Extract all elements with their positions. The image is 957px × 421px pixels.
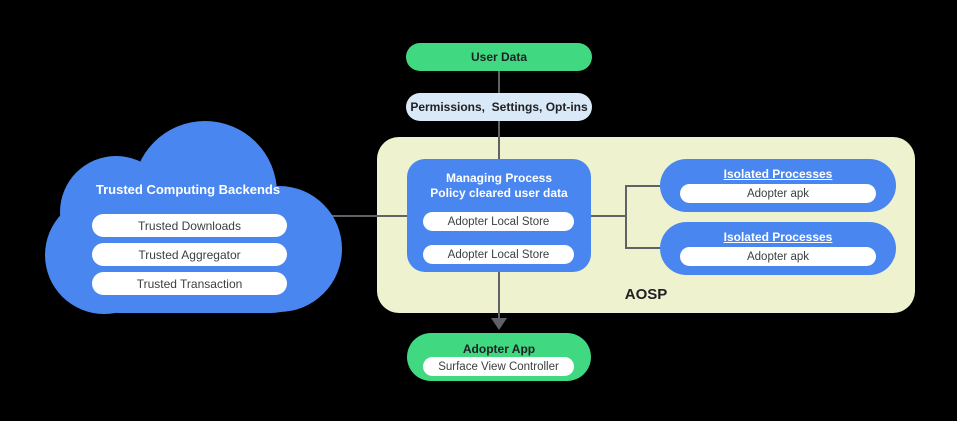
bracket-bottom-branch: [625, 247, 663, 249]
bracket-top-branch: [625, 185, 663, 187]
connector-cloud-aosp: [316, 215, 410, 217]
cloud-service-pill: Trusted Transaction: [92, 272, 287, 295]
user-data-pill: User Data: [406, 43, 592, 71]
adopter-local-store-pill: Adopter Local Store: [423, 245, 574, 264]
aosp-label: AOSP: [624, 286, 668, 303]
connector-permissions-managing: [498, 118, 500, 162]
cloud-service-pill: Trusted Aggregator: [92, 243, 287, 266]
adopter-apk-pill: Adopter apk: [680, 184, 876, 203]
arrow-down-head-icon: [491, 318, 507, 330]
isolated-processes-title: Isolated Processes: [723, 167, 833, 181]
connector-userdata-permissions: [498, 70, 500, 96]
isolated-processes-title: Isolated Processes: [723, 230, 833, 244]
adopter-apk-pill: Adopter apk: [680, 247, 876, 266]
managing-process-title-line1: Managing Process: [445, 171, 553, 185]
adopter-local-store-pill: Adopter Local Store: [423, 212, 574, 231]
cloud-title: Trusted Computing Backends: [95, 182, 281, 197]
connector-managing-adopterapp: [498, 271, 500, 319]
adopter-app-title: Adopter App: [462, 342, 536, 356]
connector-managing-bracket: [590, 215, 627, 217]
bracket-vertical: [625, 185, 627, 249]
permissions-settings-optins-pill: Permissions, Settings, Opt-ins: [406, 93, 592, 121]
surface-view-controller-pill: Surface View Controller: [423, 357, 574, 376]
managing-process-title-line2: Policy cleared user data: [430, 186, 568, 200]
cloud-service-pill: Trusted Downloads: [92, 214, 287, 237]
